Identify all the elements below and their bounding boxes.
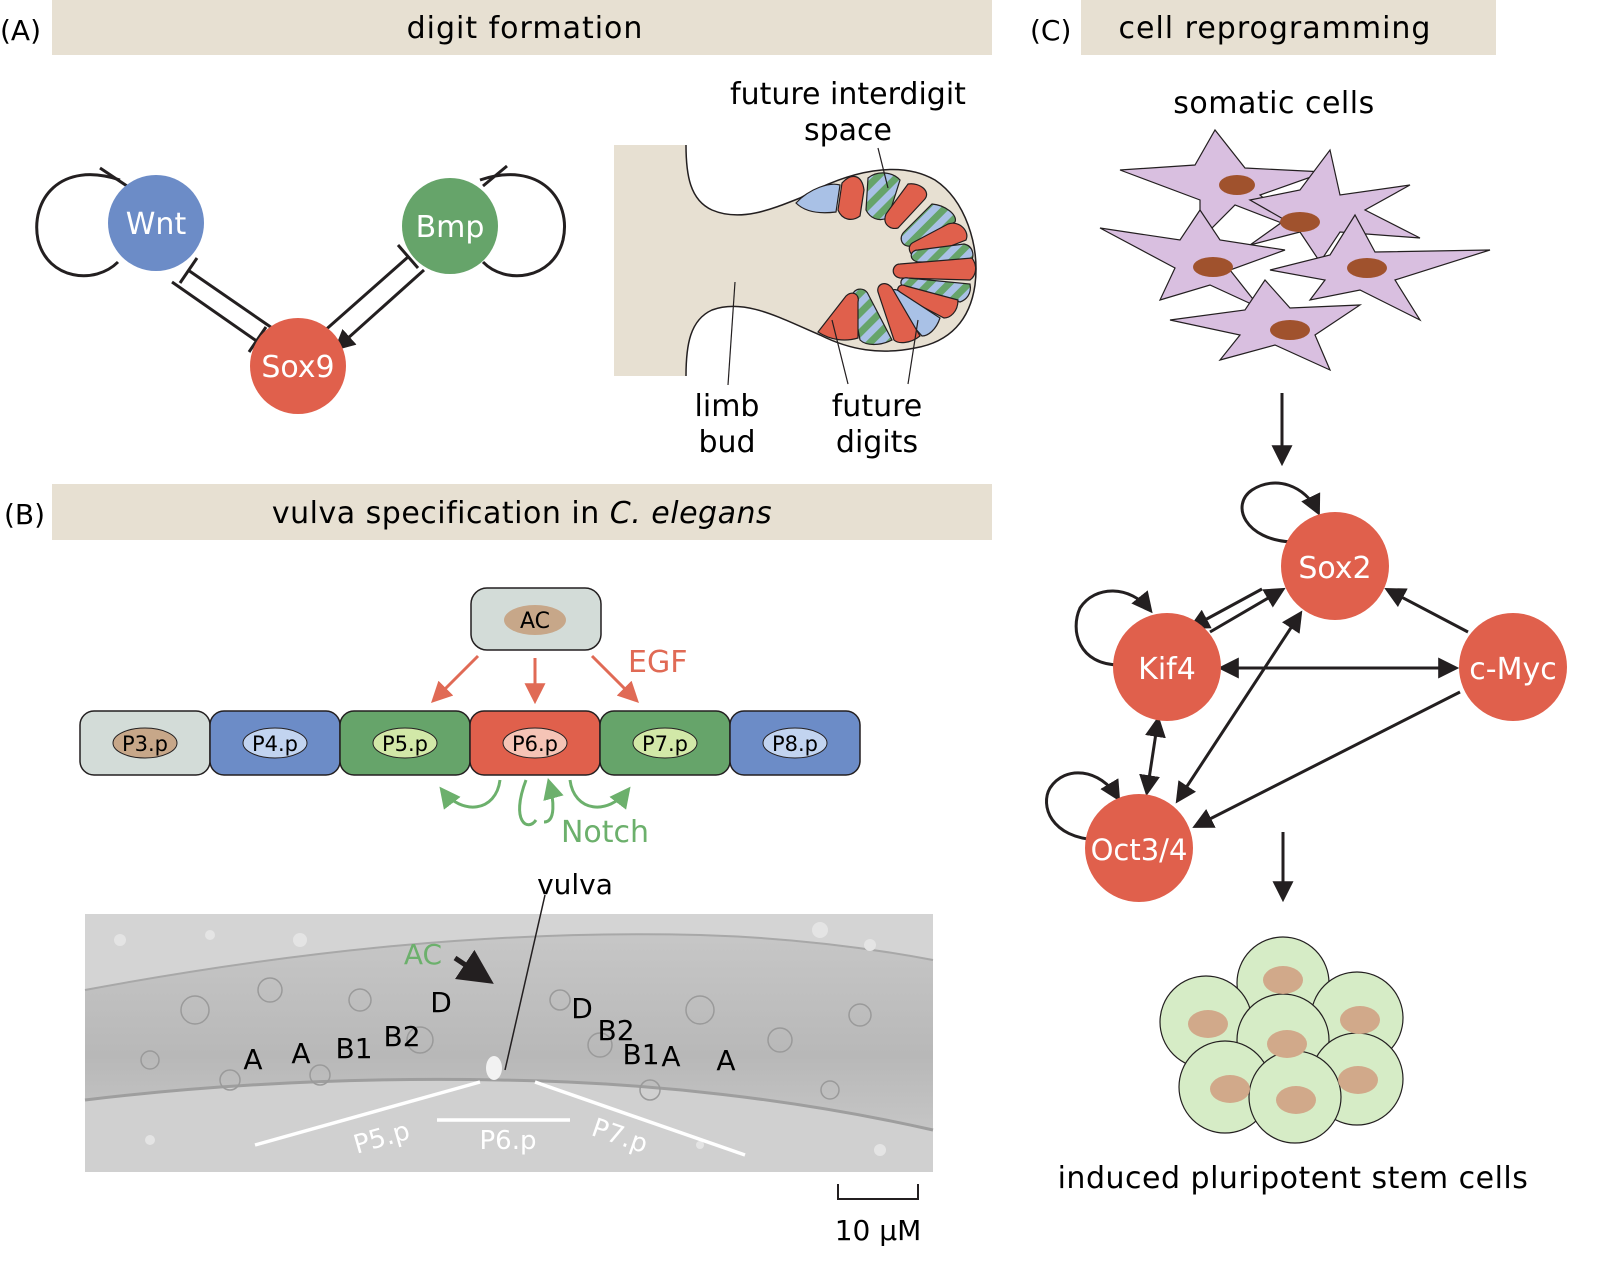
cell-label: A bbox=[243, 1043, 262, 1076]
future-digit bbox=[817, 292, 859, 341]
notch-label: Notch bbox=[561, 815, 649, 850]
sox9-label: Sox9 bbox=[261, 350, 334, 385]
notch-arrow bbox=[568, 779, 631, 810]
panel-a-banner bbox=[52, 0, 992, 55]
egf-arrow bbox=[431, 654, 480, 703]
somatic-cells-label: somatic cells bbox=[1173, 86, 1374, 121]
cell-label: D bbox=[571, 992, 593, 1025]
anchor-cell-micro-label: AC bbox=[404, 938, 442, 971]
scale-bar-label: 10 μM bbox=[835, 1214, 922, 1247]
scale-bar: 10 μM bbox=[835, 1184, 922, 1247]
somatic-cell bbox=[1169, 279, 1363, 372]
bmp-self-inhibition bbox=[479, 173, 566, 278]
cell-label: B1 bbox=[335, 1032, 372, 1065]
cell-label: A bbox=[291, 1037, 310, 1070]
cell-label: A bbox=[661, 1040, 680, 1073]
interdigit-label: future interdigit bbox=[730, 77, 966, 112]
egf-arrow bbox=[590, 654, 639, 703]
future-digits-label: digits bbox=[836, 425, 918, 460]
panel-a: (A) digit formation Wnt Bmp Sox9 bbox=[0, 0, 992, 460]
oct-label: Oct3/4 bbox=[1091, 833, 1188, 867]
notch-arrow bbox=[518, 779, 538, 827]
nucleus bbox=[1280, 212, 1320, 232]
oct-node bbox=[1085, 794, 1193, 902]
sox2-label: Sox2 bbox=[1298, 551, 1371, 586]
panel-c: (C) cell reprogramming somatic cells bbox=[1030, 0, 1567, 1196]
future-digit bbox=[892, 257, 977, 281]
vpc-label: P7.p bbox=[642, 732, 688, 756]
vpc-label: P3.p bbox=[122, 732, 168, 756]
future-digit bbox=[884, 183, 928, 229]
nucleus bbox=[1270, 320, 1310, 340]
panel-b-title: vulva specification in C. elegans bbox=[272, 496, 772, 531]
cell-label: B2 bbox=[383, 1020, 420, 1053]
interdigit-label: space bbox=[804, 113, 892, 148]
pluripotency-network bbox=[1045, 481, 1469, 842]
future-digit bbox=[877, 283, 921, 344]
panel-c-banner bbox=[1081, 0, 1496, 55]
vpc-label: P5.p bbox=[382, 732, 428, 756]
cell-label: D bbox=[430, 986, 452, 1019]
nucleus bbox=[1347, 258, 1387, 278]
egf-label: EGF bbox=[628, 645, 687, 680]
kif4-node bbox=[1113, 613, 1221, 721]
interdigit-space bbox=[795, 183, 841, 214]
future-digit bbox=[837, 175, 865, 220]
cmyc-node bbox=[1459, 613, 1567, 721]
cell-label: B2 bbox=[597, 1014, 634, 1047]
nucleus bbox=[1193, 257, 1233, 277]
vpc-label: P4.p bbox=[252, 732, 298, 756]
panel-b-banner bbox=[52, 484, 992, 540]
cell-label: B1 bbox=[622, 1038, 659, 1071]
panel-a-letter: (A) bbox=[0, 14, 41, 47]
future-digits-label: future bbox=[832, 389, 922, 424]
sox2-node bbox=[1281, 512, 1389, 620]
limb-bud-label: bud bbox=[698, 425, 755, 460]
cmyc-label: c-Myc bbox=[1469, 652, 1556, 687]
bmp-label: Bmp bbox=[416, 210, 485, 245]
wnt-node bbox=[108, 175, 204, 271]
vulva-micrograph: vulva AC A A B1 B2 D D B2 B1 A A P5.p P6… bbox=[84, 868, 934, 1172]
anchor-cell-label: AC bbox=[520, 609, 550, 634]
wnt-label: Wnt bbox=[126, 207, 187, 242]
vulva-label: vulva bbox=[537, 868, 613, 901]
panel-b: (B) vulva specification in C. elegans AC… bbox=[4, 484, 992, 1247]
limb-bud-diagram: future interdigit space limb bud future … bbox=[614, 77, 977, 460]
panel-c-title: cell reprogramming bbox=[1119, 11, 1432, 46]
vpc-label: P8.p bbox=[772, 732, 818, 756]
notch-arrow bbox=[439, 779, 502, 810]
bmp-node bbox=[402, 178, 498, 274]
notch-arrow bbox=[543, 777, 564, 824]
limb-bud-label: limb bbox=[695, 389, 760, 424]
sox9-node bbox=[250, 318, 346, 414]
panel-c-letter: (C) bbox=[1030, 14, 1071, 47]
panel-a-title: digit formation bbox=[407, 11, 644, 46]
vpc-label: P6.p bbox=[512, 732, 558, 756]
cell-label: A bbox=[716, 1044, 735, 1077]
kif4-label: Kif4 bbox=[1138, 652, 1196, 687]
p6p-line-label: P6.p bbox=[480, 1126, 537, 1156]
nucleus bbox=[1219, 175, 1255, 195]
digit-network: Wnt Bmp Sox9 bbox=[35, 164, 566, 414]
panel-b-letter: (B) bbox=[4, 498, 45, 531]
wnt-self-inhibition bbox=[35, 173, 121, 278]
ips-label: induced pluripotent stem cells bbox=[1058, 1161, 1529, 1196]
vpc-row: P3.p P4.p P5.p P6.p P7.p P8.p bbox=[79, 710, 861, 776]
somatic-cell bbox=[1248, 148, 1421, 264]
